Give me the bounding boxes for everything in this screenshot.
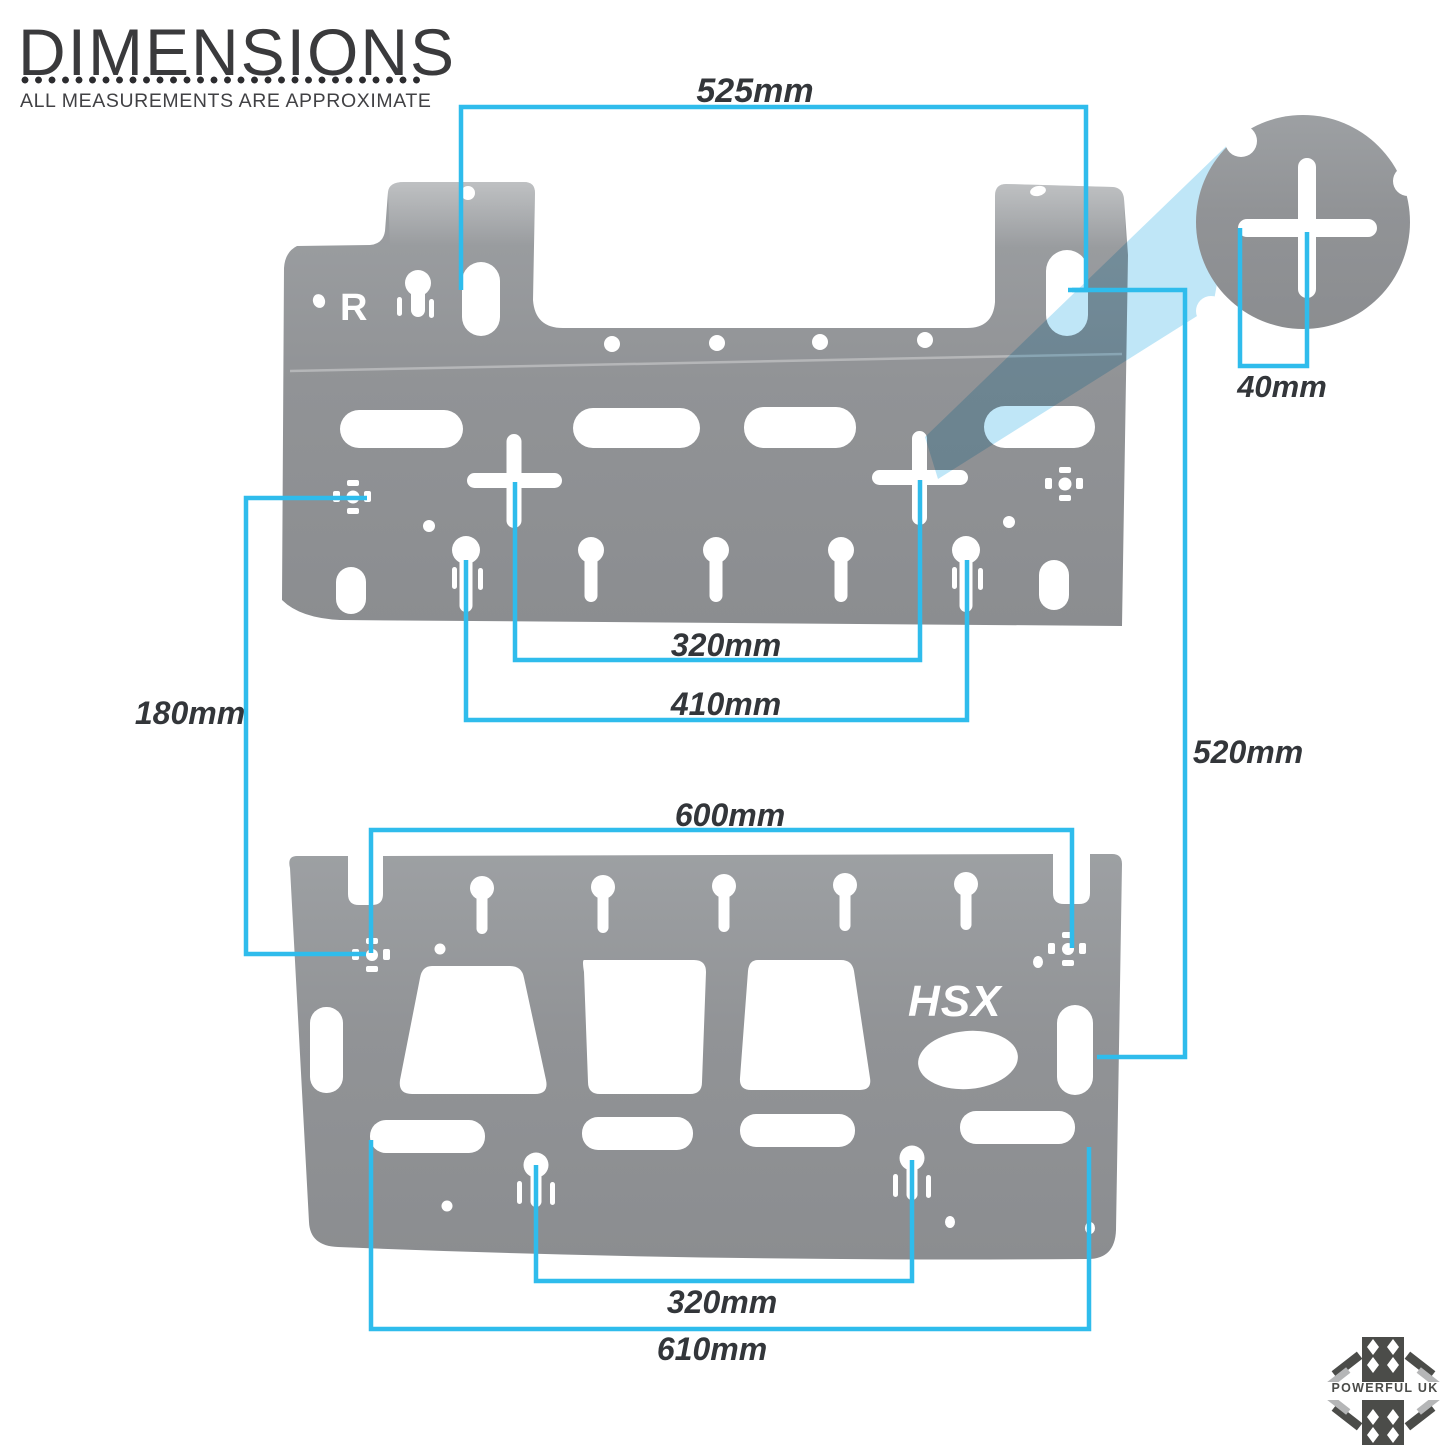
dimension-lines (243, 104, 1310, 1332)
brand-label: POWERFUL UK (1331, 1381, 1439, 1395)
dimension-label-320mm-top: 320mm (670, 627, 782, 663)
bottom-plate-cutouts (310, 872, 1095, 1234)
dimension-line-320mm-bottom (533, 1160, 915, 1284)
small-hole-near-left-mark (434, 943, 446, 955)
top-plate: R (282, 182, 1128, 626)
bottom-hole-1 (441, 1200, 453, 1212)
magnifier-edge-notch-upper-left (1225, 125, 1257, 157)
dimension-label-40mm: 40mm (1237, 369, 1327, 404)
keyhole-row-top-plate (452, 536, 983, 612)
magnifier-edge-notch-right (1393, 166, 1423, 196)
ear-hole-right (1030, 185, 1046, 197)
dimension-label-180mm: 180mm (134, 695, 246, 731)
dimension-line-525mm (458, 104, 1089, 293)
foot-slot-left (336, 567, 366, 614)
ear-hole-left (461, 186, 475, 200)
brand-stripe-ul-dark (1331, 1351, 1363, 1379)
title-dotted-divider (21, 76, 425, 84)
vertical-slot-left (462, 262, 500, 336)
top-plate-ear-right-highlight (995, 184, 1126, 248)
small-hole-near-right-mark (1033, 956, 1043, 968)
top-plate-cutouts (312, 185, 1095, 614)
brand-tread-pattern (1321, 1339, 1445, 1443)
keyhole-bottom-right (893, 1145, 931, 1200)
bottom-plate-logo: HSX (908, 977, 1003, 1026)
side-slot-right (1057, 1005, 1093, 1095)
cross-cutout-left (467, 434, 562, 528)
page-subtitle: ALL MEASUREMENTS ARE APPROXIMATE (20, 90, 432, 112)
magnifier-detail (1196, 115, 1423, 329)
dimension-label-610mm: 610mm (656, 1331, 768, 1367)
top-plate-crease (289, 352, 1123, 373)
trapezoid-cutout-3 (739, 960, 871, 1090)
small-hole-mid-right (1003, 516, 1015, 528)
trapezoid-cutout-2 (583, 960, 706, 1094)
keyhole-upper-left (397, 270, 434, 318)
brand-stripe-lr-dark (1404, 1403, 1436, 1431)
dimension-label-520mm: 520mm (1192, 734, 1304, 770)
oval-cutout (918, 1030, 1018, 1090)
small-hole-mid-left (423, 520, 435, 532)
dimension-label-600mm: 600mm (674, 797, 786, 833)
side-slot-left (310, 1007, 343, 1093)
slot-row-top-plate (340, 406, 1095, 448)
slot-row-bottom-plate (370, 1111, 1075, 1153)
dimension-line-600mm (368, 827, 1075, 953)
registration-mark-bottom-right (1048, 932, 1086, 966)
magnifier-edge-notch-lower-left (1196, 296, 1226, 326)
magnifier-cross-cutout (1238, 158, 1377, 298)
magnifier-beam (925, 128, 1245, 479)
foot-slot-right (1039, 560, 1069, 610)
small-hole (312, 294, 326, 308)
dimension-line-40mm (1237, 228, 1310, 369)
top-plate-logo: R (340, 287, 367, 329)
bottom-plate: HSX (289, 854, 1122, 1260)
trapezoid-cutout-1 (399, 966, 547, 1094)
dimension-line-610mm (368, 1140, 1092, 1332)
small-hole-row (604, 332, 933, 352)
dimension-line-520mm (1072, 287, 1188, 1060)
dimension-line-320mm-top (512, 480, 923, 663)
brand-mark (1321, 1337, 1445, 1445)
brand-stripe-ll-dark (1331, 1403, 1363, 1431)
dimension-label-410mm: 410mm (670, 686, 782, 722)
dimension-line-180mm (243, 495, 367, 957)
keyhole-row-bottom-plate-top (470, 872, 978, 934)
registration-mark-right (1045, 467, 1083, 501)
dimension-label-320mm-bottom: 320mm (666, 1284, 778, 1320)
dimension-label-525mm: 525mm (696, 72, 814, 110)
dimension-line-410mm (463, 560, 970, 723)
brand-stripe-ur-dark (1404, 1351, 1436, 1379)
bottom-hole-2 (945, 1216, 955, 1228)
